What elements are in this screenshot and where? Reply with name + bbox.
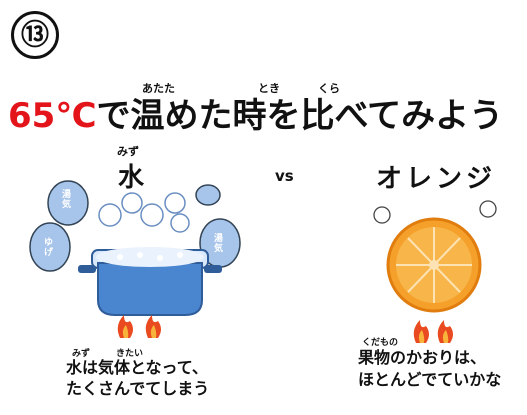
pot-icon bbox=[78, 247, 222, 316]
title-text: で温めた時を比べてみよう bbox=[96, 96, 504, 136]
title-ruby-toki: とき bbox=[258, 82, 280, 95]
fire-icon bbox=[413, 320, 453, 343]
steam-bubble-label-1: 湯気 bbox=[62, 190, 72, 210]
boiling-water-illustration bbox=[29, 180, 241, 338]
title-temperature: 65℃ bbox=[8, 96, 97, 136]
water-caption-line-1: 水は気体となって、 bbox=[66, 358, 208, 377]
orange-slice-icon bbox=[386, 217, 482, 313]
orange-caption-line-2: ほとんどでていかな bbox=[358, 370, 502, 389]
title-ruby-kura: くら bbox=[318, 82, 340, 95]
smell-puff-icon bbox=[373, 200, 497, 224]
fire-icon bbox=[117, 315, 161, 338]
orange-illustration bbox=[373, 200, 497, 343]
vs-label: vs bbox=[275, 167, 294, 185]
water-ruby: みず bbox=[117, 145, 139, 158]
page-title: 65℃で温めた時を比べてみよう bbox=[8, 96, 503, 136]
water-label: 水 bbox=[118, 163, 145, 193]
steam-bubble-label-2: ゆげ bbox=[44, 238, 54, 258]
orange-caption-ruby: くだもの bbox=[362, 338, 399, 348]
steam-puff-icon bbox=[98, 192, 190, 233]
orange-label: オレンジ bbox=[376, 164, 497, 194]
water-caption-line-2: たくさんでてしまう bbox=[66, 379, 210, 398]
steam-cloud-icon bbox=[29, 180, 241, 272]
water-caption-ruby-2: きたい bbox=[116, 349, 144, 359]
orange-caption-line-1: 果物のかおりは、 bbox=[358, 348, 487, 367]
step-number-badge: ⑬ bbox=[11, 11, 59, 59]
water-caption-ruby-1: みず bbox=[72, 349, 91, 359]
title-ruby-atata: あたた bbox=[142, 82, 175, 95]
steam-bubble-label-3: 湯気 bbox=[214, 234, 224, 254]
